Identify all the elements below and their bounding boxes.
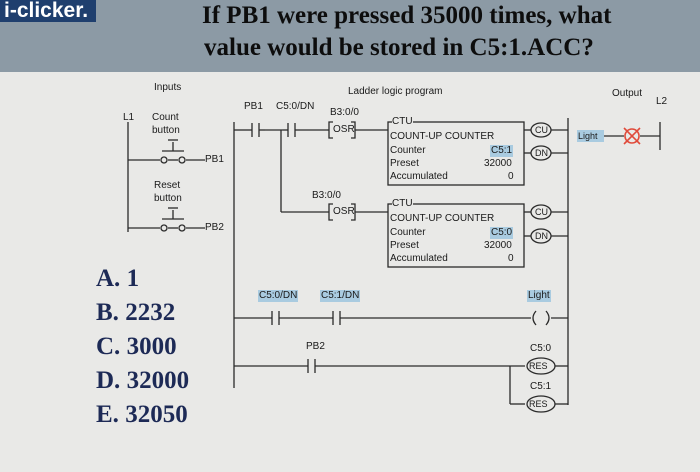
rung1-preset-label: Preset (390, 158, 419, 169)
pb2-input-label: PB2 (205, 222, 224, 233)
rung2-osr-label: OSR (333, 206, 355, 217)
reset-button-label-1: Reset (154, 180, 181, 191)
count-button-label-2: button (152, 125, 180, 136)
rung1-counter-value: C5:1 (490, 145, 514, 157)
rung1-pb1-label: PB1 (244, 101, 263, 112)
rung1-acc-label: Accumulated (390, 171, 448, 182)
rung1-osr-label: OSR (333, 124, 355, 135)
rung2-ctu-label: CTU (392, 198, 413, 210)
rung2-counter-label: Counter (390, 227, 426, 238)
rung4-pb2-label: PB2 (306, 341, 325, 352)
rung2-osr-address: B3:0/0 (312, 190, 341, 201)
rung3-c5-0-dn-label: C5:0/DN (258, 290, 299, 302)
rung2-preset-label: Preset (390, 240, 419, 251)
rung1-acc-value: 0 (508, 171, 514, 182)
rung1-c5-0-dn-label: C5:0/DN (276, 101, 315, 112)
rung1-preset-value: 32000 (484, 158, 512, 169)
answer-b-letter: B. (96, 299, 119, 326)
rung2-counter-value: C5:0 (490, 227, 514, 239)
question-header: i-clicker. If PB1 were pressed 35000 tim… (0, 0, 700, 72)
rung3-c5-1-dn-label: C5:1/DN (320, 290, 361, 302)
answer-c-letter: C. (96, 333, 121, 360)
light-output-label-bg (577, 130, 604, 142)
ctu-block-1 (387, 121, 525, 186)
output-light-label: Light (578, 131, 598, 141)
answer-b-text: 2232 (125, 299, 176, 326)
program-title: Ladder logic program (348, 86, 443, 97)
answer-list: A. 1 B. 2232 C. 3000 D. 32000 E. 32050 (96, 262, 189, 432)
l1-label: L1 (123, 112, 135, 123)
rung4-res2-address: C5:1 (530, 381, 552, 392)
answer-e: E. 32050 (96, 398, 189, 432)
iclicker-logo: i-clicker. (0, 0, 97, 22)
answer-c: C. 3000 (96, 330, 189, 364)
question-line-1: If PB1 were pressed 35000 times, what (202, 2, 612, 29)
inputs-title: Inputs (154, 82, 182, 93)
answer-a: A. 1 (96, 262, 189, 296)
rung2-cu-coil-label: CU (535, 207, 548, 217)
rung2-acc-value: 0 (508, 253, 514, 264)
answer-d: D. 32000 (96, 364, 189, 398)
answer-d-letter: D. (96, 367, 121, 394)
rung3-light-coil-label: Light (527, 290, 551, 302)
answer-a-text: 1 (126, 265, 140, 292)
answer-e-text: 32050 (125, 401, 188, 428)
answer-d-text: 32000 (126, 367, 190, 394)
rung1-ctu-label: CTU (392, 116, 413, 128)
rung1-dn-coil-label: DN (535, 148, 548, 158)
light-lamp-icon (623, 127, 641, 145)
rung1-cu-coil-label: CU (535, 125, 548, 135)
rung2-ctu-title: COUNT-UP COUNTER (390, 213, 495, 224)
rung2-dn-coil-label: DN (535, 231, 548, 241)
answer-c-text: 3000 (126, 333, 177, 360)
answer-b: B. 2232 (96, 296, 189, 330)
count-button-label-1: Count (152, 112, 179, 123)
rung4-res1-coil-label: RES (529, 361, 548, 371)
answer-a-letter: A. (96, 265, 121, 292)
rung1-osr-address: B3:0/0 (330, 107, 359, 118)
pb1-input-label: PB1 (205, 154, 224, 165)
rung1-ctu-title: COUNT-UP COUNTER (390, 131, 495, 142)
rung1-counter-label: Counter (390, 145, 426, 156)
question-text: If PB1 were pressed 35000 times, what va… (202, 0, 700, 64)
rung4-res2-coil-label: RES (529, 399, 548, 409)
question-line-2: value would be stored in C5:1.ACC? (204, 34, 594, 61)
answer-e-letter: E. (96, 401, 119, 428)
reset-button-label-2: button (154, 193, 182, 204)
rung2-acc-label: Accumulated (390, 253, 448, 264)
l2-label: L2 (656, 96, 668, 107)
output-title: Output (612, 88, 643, 99)
rung2-preset-value: 32000 (484, 240, 512, 251)
rung4-res1-address: C5:0 (530, 343, 552, 354)
